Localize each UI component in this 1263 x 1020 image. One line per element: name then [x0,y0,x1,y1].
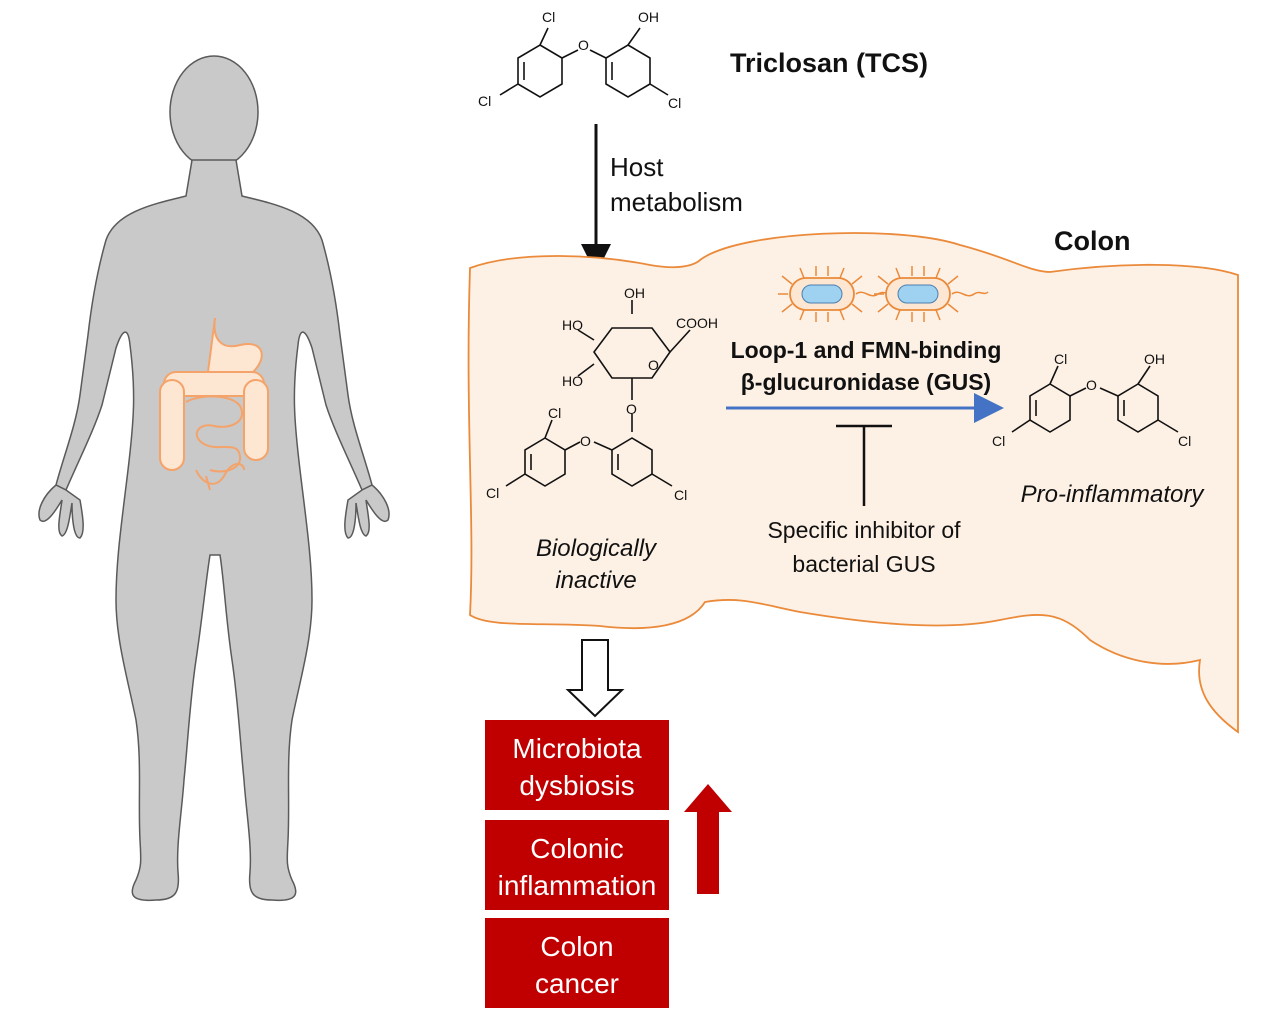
glu-oh-label: OH [624,285,645,301]
free-triclosan-structure [1011,365,1179,433]
host-metabolism-line1: Host [610,152,664,182]
bacteria-icon [778,266,989,322]
product-oh-label: OH [1144,351,1165,367]
glu-o-label: O [580,433,591,449]
glu-o-label: O [648,357,659,373]
enzyme-label-line2: β-glucuronidase (GUS) [741,369,991,395]
enzyme-label-line1: Loop-1 and FMN-binding [731,337,1002,363]
glucuronide-label-line1: Biologically [536,535,658,562]
down-hollow-arrow [565,639,625,718]
glu-ho-label: HO [562,373,583,389]
increase-arrow-icon [684,784,732,894]
outcome-line1: Microbiota [512,733,642,764]
intestine-icon [159,317,269,491]
product-cl-label: Cl [992,433,1005,449]
human-body-icon [38,55,390,902]
tcs-cl-label: Cl [668,95,681,111]
tcs-o-label: O [578,37,589,53]
outcome-line1: Colonic [530,833,623,864]
product-cl-label: Cl [1054,351,1067,367]
inhibitor-label-line1: Specific inhibitor of [767,517,961,543]
outcome-box-inflammation: Colonic inflammation [485,820,669,910]
tcs-cl-label: Cl [542,9,555,25]
outcome-line2: cancer [535,968,619,999]
tcs-glucuronide-structure [505,300,691,487]
glu-cl-label: Cl [486,485,499,501]
colon-title: Colon [1054,226,1130,256]
glucuronide-label-line2: inactive [555,567,636,594]
glu-cooh-label: COOH [676,315,718,331]
product-cl-label: Cl [1178,433,1191,449]
tcs-cl-label: Cl [478,93,491,109]
colon-region [467,232,1239,734]
tcs-oh-label: OH [638,9,659,25]
glu-cl-label: Cl [548,405,561,421]
outcome-line1: Colon [540,931,613,962]
product-label: Pro-inflammatory [1021,481,1206,508]
glu-cl-label: Cl [674,487,687,503]
outcome-line2: inflammation [498,870,657,901]
host-metabolism-line2: metabolism [610,187,743,217]
outcome-box-dysbiosis: Microbiota dysbiosis [485,720,669,810]
product-o-label: O [1086,377,1097,393]
glu-o-label: O [626,401,637,417]
outcome-line2: dysbiosis [519,770,634,801]
triclosan-structure [499,27,669,98]
outcome-box-cancer: Colon cancer [485,918,669,1008]
compound-title: Triclosan (TCS) [730,48,928,78]
glu-ho-label: HO [562,317,583,333]
inhibitor-label-line2: bacterial GUS [792,551,935,577]
inhibition-symbol [836,424,892,506]
